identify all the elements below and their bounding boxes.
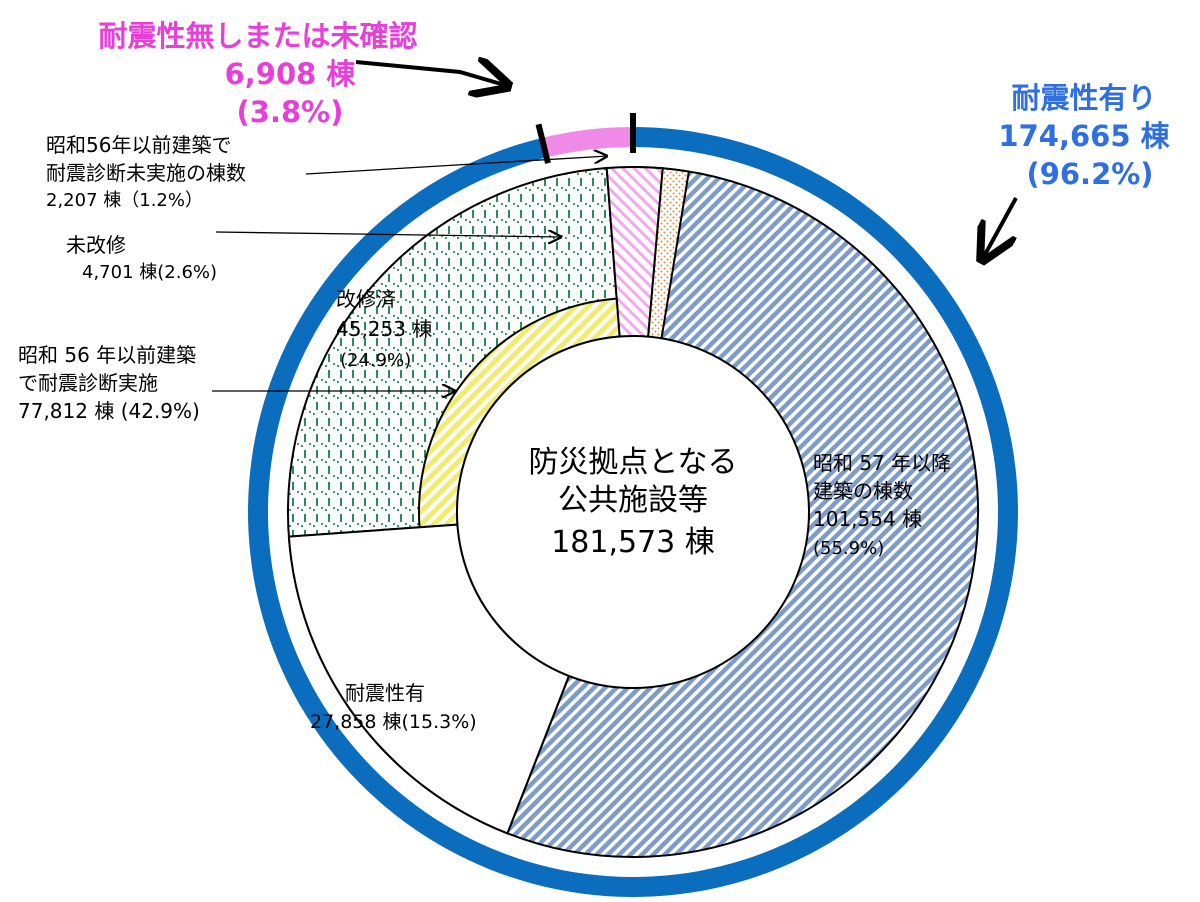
label-post57: 昭和 57 年以降 建築の棟数 101,554 棟 (55.9%) [813,451,951,559]
label-post57-line1: 昭和 57 年以降 [813,451,951,475]
label-quake-line2: 27,858 棟(15.3%) [310,711,477,733]
center-label-line3: 181,573 棟 [551,525,715,560]
outer-label-without-count: 6,908 棟 [225,57,357,91]
outer-label-with-count: 174,665 棟 [998,119,1170,153]
arrow-without [355,62,508,86]
outer-label-without: 耐震性無しまたは未確認 6,908 棟 (3.8%) [98,19,417,129]
leader-lines [212,62,1018,391]
label-post57-line2: 建築の棟数 [813,479,913,503]
outer-label-with: 耐震性有り 174,665 棟 (96.2%) [998,81,1170,191]
label-nodiag-line3: 2,207 棟（1.2%） [46,190,203,211]
label-diag-line2: で耐震診断実施 [18,371,158,395]
arrow-notrenov [215,232,562,237]
outer-ring [248,113,1019,897]
label-nodiag-line2: 耐震診断未実施の棟数 [46,161,246,185]
outer-ring-without [541,127,633,158]
label-notrenov-line2: 4,701 棟(2.6%) [82,262,217,283]
center-label-line1: 防災拠点となる [528,445,737,480]
label-post57-line3: 101,554 棟 [813,507,922,531]
label-renov-line1: 改修済 [336,287,396,311]
label-renov-line3: (24.9%) [340,350,411,371]
arrow-nodiag [305,156,608,175]
center-label-line2: 公共施設等 [558,483,708,518]
label-post57-line4: (55.9%) [813,538,884,559]
label-quake: 耐震性有 27,858 棟(15.3%) [310,681,477,733]
label-notrenov: 未改修 4,701 棟(2.6%) [66,233,217,283]
label-diag: 昭和 56 年以前建築 で耐震診断実施 77,812 棟 (42.9%) [18,343,200,423]
outer-label-with-name: 耐震性有り [1011,81,1156,115]
label-nodiag-line1: 昭和56年以前建築で [46,133,231,157]
center-disk [456,335,810,689]
outer-label-without-name: 耐震性無しまたは未確認 [98,19,417,53]
arrow-with [982,197,1018,260]
label-renov-line2: 45,253 棟 [336,317,432,341]
label-renov: 改修済 45,253 棟 (24.9%) [336,287,432,371]
label-quake-line1: 耐震性有 [345,681,425,705]
label-diag-line3: 77,812 棟 (42.9%) [18,399,200,423]
label-diag-line1: 昭和 56 年以前建築 [18,343,196,367]
outer-label-without-pct: (3.8%) [237,95,344,129]
outer-ring-tick-1 [535,123,551,164]
outer-label-with-pct: (96.2%) [1026,157,1153,191]
label-notrenov-line1: 未改修 [66,233,126,257]
label-nodiag: 昭和56年以前建築で 耐震診断未実施の棟数 2,207 棟（1.2%） [46,133,246,211]
